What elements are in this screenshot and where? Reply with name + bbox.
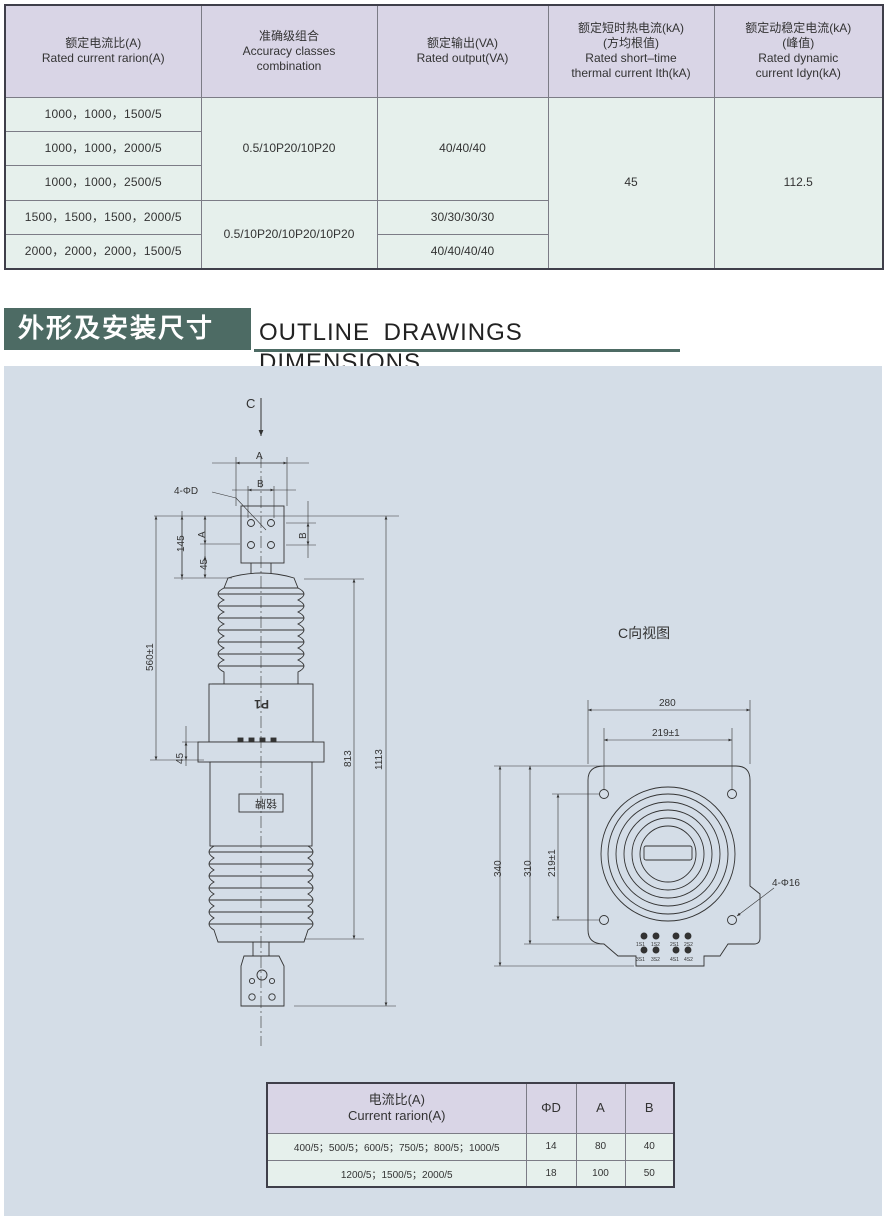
table-row: 2000，2000，2000，1500/5 40/40/40/40 [4, 234, 883, 270]
heading-cn-block: 外形及安装尺寸 [4, 308, 257, 350]
dim-b-vertical-label: B [298, 532, 309, 539]
bottom-terminal-plate [240, 955, 285, 1007]
terminal-hole-icon [247, 541, 255, 549]
dim-219-vertical-label: 219±1 [547, 849, 558, 877]
heading-cn-text: 外形及安装尺寸 [18, 314, 215, 344]
dim-560-label: 560±1 [145, 643, 156, 671]
table-row: 1000，1000，1500/5 0.5/10P20/10P20 40/40/4… [4, 96, 884, 270]
svg-text:1S1: 1S1 [636, 942, 645, 948]
dim-280-label: 280 [659, 698, 676, 709]
elevation-dimensions [150, 457, 399, 1007]
accuracy-cell: 0.5/10P20/10P20/10P20 [200, 199, 378, 270]
terminal-hole-icon [268, 977, 276, 985]
dim-813-label: 813 [343, 750, 354, 767]
transformer-elevation [197, 456, 325, 1046]
a-cell: 100 [575, 1159, 626, 1188]
c-view-plan [587, 765, 761, 967]
thermal-current-cell: 45 [547, 96, 715, 270]
phi-d-cell: 18 [525, 1159, 577, 1188]
table-row: 1200/5；1500/5；2000/5 18 100 50 [266, 1159, 675, 1188]
svg-text:2S2: 2S2 [684, 942, 693, 948]
svg-text:4S2: 4S2 [684, 957, 693, 963]
accuracy-cell: 0.5/10P20/10P20 [200, 96, 378, 201]
svg-text:4S1: 4S1 [670, 957, 679, 963]
c-label: C [246, 396, 255, 411]
dynamic-current-cell: 112.5 [713, 96, 884, 270]
drawing-panel: C [4, 366, 882, 1216]
dim-a-label: A [256, 451, 263, 462]
svg-text:3S2: 3S2 [651, 957, 660, 963]
table-row: 1000，1000，2500/5 [4, 165, 883, 201]
dim-340-label: 340 [493, 860, 504, 877]
terminal-labels: 1S1 1S2 2S1 2S2 3S1 3S2 4S1 4S2 [636, 942, 693, 963]
dim-45-top-label: 45 [199, 558, 210, 570]
elevation-dimension-labels: A B 4-ΦD B 145 A 45 560±1 45 813 1113 [145, 451, 385, 770]
header-current-ratio: 电流比(A) Current rarion(A) [266, 1082, 527, 1134]
dim-45-mid-label: 45 [175, 752, 186, 764]
header-rated-current-ratio: 额定电流比(A) Rated current rarion(A) [4, 4, 202, 98]
ratio-cell: 1000，1000，2000/5 [4, 130, 202, 167]
terminal-hole-icon [268, 993, 276, 1001]
b-cell: 40 [624, 1132, 675, 1161]
specification-table: 额定电流比(A) Rated current rarion(A) 准确级组合 A… [4, 4, 884, 270]
table-row: 1500，1500，1500，2000/5 0.5/10P20/10P20/10… [4, 199, 883, 270]
header-phi-d: ΦD [525, 1082, 577, 1134]
ratio-cell: 400/5；500/5；600/5；750/5；800/5；1000/5 [266, 1132, 527, 1161]
ratio-cell: 1000，1000，2500/5 [4, 165, 202, 201]
dim-310-label: 310 [523, 860, 534, 877]
svg-text:2S1: 2S1 [670, 942, 679, 948]
terminal-hole-icon [248, 977, 256, 985]
table-row: 400/5；500/5；600/5；750/5；800/5；1000/5 14 … [266, 1132, 675, 1161]
dim-header-row: 电流比(A) Current rarion(A) ΦD A B [266, 1082, 675, 1134]
output-cell: 40/40/40 [376, 96, 549, 201]
p1-label: P1 [254, 697, 269, 711]
ratio-cell: 1000，1000，1500/5 [4, 96, 202, 132]
top-terminal-plate [240, 505, 285, 564]
phi-d-cell: 14 [525, 1132, 577, 1161]
dim-145-label: 145 [176, 535, 187, 552]
header-rated-output: 额定输出(VA) Rated output(VA) [376, 4, 549, 98]
ratio-cell: 1500，1500，1500，2000/5 [4, 199, 202, 236]
secondary-terminals [640, 932, 692, 954]
output-cell: 30/30/30/30 [376, 199, 549, 236]
terminal-hole-icon [256, 969, 268, 981]
hole-16-label: 4-Φ16 [772, 878, 800, 889]
dim-219-horizontal-label: 219±1 [652, 728, 680, 739]
c-view-dimension-labels: 280 219±1 340 310 219±1 4-Φ16 [493, 698, 800, 889]
base-plate-outline [587, 765, 761, 967]
terminal-hole-icon [267, 541, 275, 549]
b-cell: 50 [624, 1159, 675, 1188]
terminal-hole-icon [247, 519, 255, 527]
svg-text:1S2: 1S2 [651, 942, 660, 948]
section-heading: 外形及安装尺寸 OUTLINE DRAWINGS DIMENSIONS [4, 308, 680, 376]
dim-a-vertical-label: A [197, 531, 208, 538]
ratio-cell: 1200/5；1500/5；2000/5 [266, 1159, 527, 1188]
header-b: B [624, 1082, 675, 1134]
a-cell: 80 [575, 1132, 626, 1161]
terminal-hole-icon [267, 519, 275, 527]
outline-drawing: C [145, 396, 800, 1046]
hole-d-label: 4-ΦD [174, 486, 198, 497]
header-dynamic-current: 额定动稳定电流(kA) (峰值) Rated dynamic current I… [713, 4, 884, 98]
dimension-table: 电流比(A) Current rarion(A) ΦD A B 400/5；50… [266, 1082, 675, 1188]
svg-text:3S1: 3S1 [636, 957, 645, 963]
heading-underline [254, 349, 680, 352]
header-accuracy-classes: 准确级组合 Accuracy classes combination [200, 4, 378, 98]
c-view-arrow: C [246, 396, 264, 436]
ratio-cell: 2000，2000，2000，1500/5 [4, 234, 202, 270]
spec-header-row: 额定电流比(A) Rated current rarion(A) 准确级组合 A… [4, 4, 884, 98]
dim-b-label: B [257, 479, 264, 490]
c-view-title: C向视图 [618, 625, 670, 641]
output-cell: 40/40/40/40 [376, 234, 549, 270]
c-view-dimensions [494, 700, 775, 967]
dim-1113-label: 1113 [374, 749, 385, 770]
terminal-hole-icon [248, 993, 256, 1001]
mounting-hole-icon [727, 915, 737, 925]
nameplate-label: 铭牌 [255, 797, 277, 811]
header-a: A [575, 1082, 626, 1134]
terminal-bar [643, 845, 693, 861]
header-thermal-current: 额定短时热电流(kA) (方均根值) Rated short–time ther… [547, 4, 715, 98]
table-row: 1000，1000，2000/5 [4, 130, 883, 167]
